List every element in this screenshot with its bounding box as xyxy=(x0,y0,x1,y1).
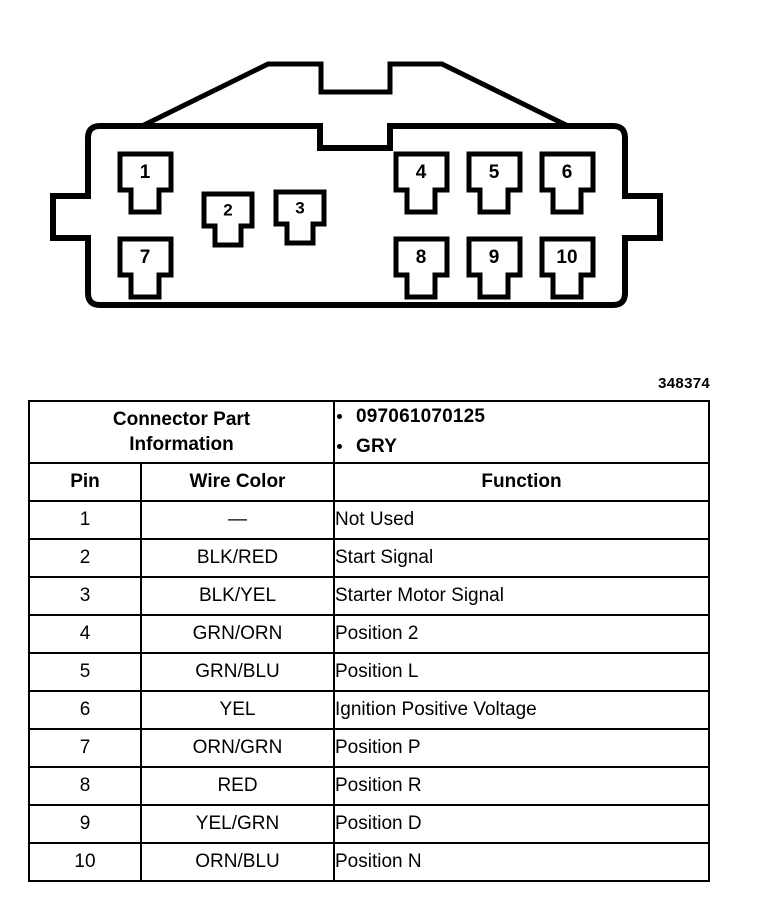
table-row: 10 ORN/BLU Position N xyxy=(28,842,710,883)
table-row: 7 ORN/GRN Position P xyxy=(28,728,710,769)
table-row: 5 GRN/BLU Position L xyxy=(28,652,710,693)
cell-function: Not Used xyxy=(333,500,710,541)
table-row: 4 GRN/ORN Position 2 xyxy=(28,614,710,655)
table-row: 9 YEL/GRN Position D xyxy=(28,804,710,845)
pin-number-5: 5 xyxy=(489,162,500,183)
pinout-table-container: Connector Part Information 097061070125 … xyxy=(28,399,710,883)
connector-illustration-svg: 1 2 3 4 5 6 7 8 9 10 xyxy=(50,61,663,308)
cell-pin: 1 xyxy=(28,500,142,541)
connector-part-information-row: Connector Part Information 097061070125 … xyxy=(28,399,710,465)
pin-number-10: 10 xyxy=(556,247,577,268)
pin-number-2: 2 xyxy=(223,200,232,219)
pin-cavity-10 xyxy=(539,236,596,300)
cell-wire-color: BLK/RED xyxy=(140,538,335,579)
table-row: 2 BLK/RED Start Signal xyxy=(28,538,710,579)
cpi-label-line-2: Information xyxy=(129,434,234,456)
cell-wire-color: ORN/BLU xyxy=(140,842,335,883)
cell-function: Ignition Positive Voltage xyxy=(333,690,710,731)
pin-cavity-4 xyxy=(393,151,450,215)
cell-wire-color: — xyxy=(140,500,335,541)
pin-number-7: 7 xyxy=(140,247,151,268)
pin-cavity-7 xyxy=(117,236,174,300)
cell-wire-color: GRN/ORN xyxy=(140,614,335,655)
cell-function: Position R xyxy=(333,766,710,807)
connector-part-information-label: Connector Part Information xyxy=(28,399,335,465)
cell-pin: 8 xyxy=(28,766,142,807)
pin-cavity-2 xyxy=(201,191,255,248)
pin-cavity-1 xyxy=(117,151,174,215)
cell-pin: 2 xyxy=(28,538,142,579)
pin-number-9: 9 xyxy=(489,247,500,268)
cpi-color-code: GRY xyxy=(335,432,708,462)
cell-pin: 3 xyxy=(28,576,142,617)
pin-number-3: 3 xyxy=(295,198,304,217)
cell-wire-color: GRN/BLU xyxy=(140,652,335,693)
cell-wire-color: YEL/GRN xyxy=(140,804,335,845)
cell-function: Position 2 xyxy=(333,614,710,655)
figure-reference-number: 348374 xyxy=(658,375,710,392)
table-row: 3 BLK/YEL Starter Motor Signal xyxy=(28,576,710,617)
cell-pin: 4 xyxy=(28,614,142,655)
cell-wire-color: YEL xyxy=(140,690,335,731)
connector-diagram: 1 2 3 4 5 6 7 8 9 10 xyxy=(0,0,768,360)
pin-cavity-3 xyxy=(273,189,327,246)
column-header-wire-color: Wire Color xyxy=(140,462,335,503)
cell-function: Position L xyxy=(333,652,710,693)
pin-cavity-6 xyxy=(539,151,596,215)
cell-wire-color: ORN/GRN xyxy=(140,728,335,769)
column-header-function: Function xyxy=(333,462,710,503)
cell-pin: 9 xyxy=(28,804,142,845)
column-header-pin: Pin xyxy=(28,462,142,503)
connector-latch-outline xyxy=(140,61,570,129)
table-row: 6 YEL Ignition Positive Voltage xyxy=(28,690,710,731)
cell-wire-color: BLK/YEL xyxy=(140,576,335,617)
cell-function: Starter Motor Signal xyxy=(333,576,710,617)
pin-number-1: 1 xyxy=(140,162,151,183)
cell-function: Position P xyxy=(333,728,710,769)
cell-pin: 5 xyxy=(28,652,142,693)
connector-part-information-values: 097061070125 GRY xyxy=(333,399,710,465)
pin-cavity-5 xyxy=(466,151,523,215)
cell-pin: 7 xyxy=(28,728,142,769)
cell-function: Position D xyxy=(333,804,710,845)
table-header-row: Pin Wire Color Function xyxy=(28,462,710,503)
cell-wire-color: RED xyxy=(140,766,335,807)
pin-number-8: 8 xyxy=(416,247,427,268)
pin-cavity-9 xyxy=(466,236,523,300)
cell-function: Start Signal xyxy=(333,538,710,579)
pin-number-6: 6 xyxy=(562,162,573,183)
cpi-part-number: 097061070125 xyxy=(335,402,708,432)
pin-number-4: 4 xyxy=(416,162,427,183)
cpi-value-list: 097061070125 GRY xyxy=(335,402,708,462)
cell-pin: 6 xyxy=(28,690,142,731)
pinout-table: Connector Part Information 097061070125 … xyxy=(28,399,710,883)
pin-cavity-8 xyxy=(393,236,450,300)
cpi-label-line-1: Connector Part xyxy=(112,408,251,430)
cell-pin: 10 xyxy=(28,842,142,883)
cell-function: Position N xyxy=(333,842,710,883)
table-row: 8 RED Position R xyxy=(28,766,710,807)
table-row: 1 — Not Used xyxy=(28,500,710,541)
connector-body-outline xyxy=(50,123,663,308)
